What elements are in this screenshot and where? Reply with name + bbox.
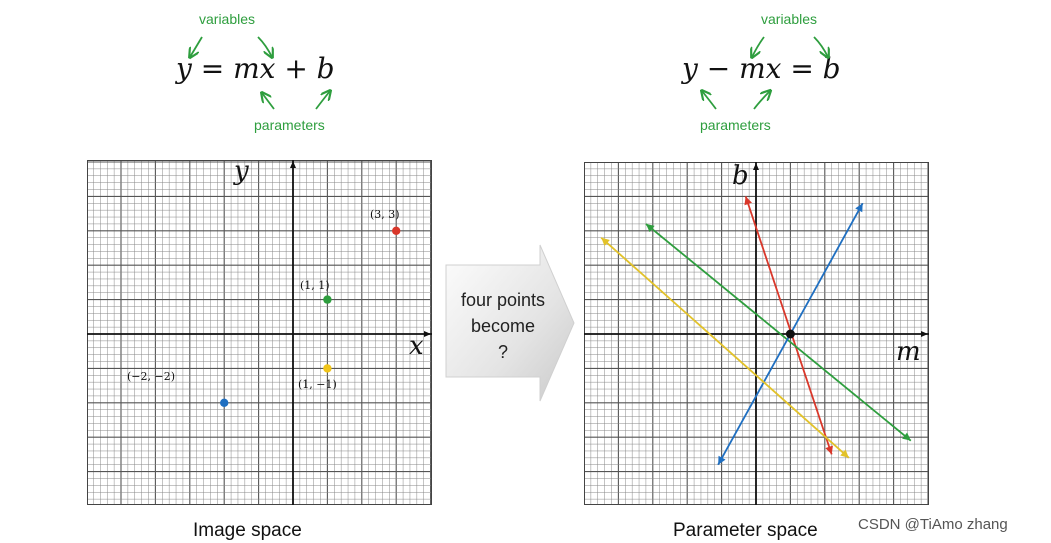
x-axis-arrowhead (424, 331, 431, 337)
arrow-text-line3: ? (497, 342, 508, 362)
intersection-point (785, 329, 795, 339)
axes (584, 162, 929, 505)
equation-arrows-right (690, 36, 850, 110)
line-arrowhead (645, 223, 655, 233)
image-space-grid (87, 160, 432, 505)
y-axis-arrowhead (753, 163, 759, 170)
equation-arrows-left (170, 36, 350, 110)
x-axis-arrowhead (921, 331, 928, 337)
point-label-1-neg1: (1, −1) (298, 378, 337, 391)
grid-lines (87, 160, 432, 505)
data-point (323, 364, 332, 373)
watermark: CSDN @TiAmo zhang (858, 516, 1008, 533)
line-arrowhead (718, 455, 726, 465)
equation-right: y − mx = b (682, 52, 841, 85)
line-arrowhead (601, 237, 610, 246)
parameter-lines (600, 196, 912, 466)
line-arrowhead (840, 449, 849, 458)
parameter-line-red (744, 196, 833, 455)
variables-label-right: variables (761, 11, 818, 27)
variables-label-left: variables (199, 11, 256, 27)
b-axis-label: b (732, 161, 749, 191)
data-point (323, 295, 332, 304)
y-axis-arrowhead (290, 161, 296, 168)
parameter-line-yellow (600, 237, 850, 459)
parameter-line-green (645, 223, 912, 442)
line-arrowhead (902, 432, 911, 441)
data-point (392, 226, 401, 235)
point-label-neg2-neg2: (−2, −2) (127, 370, 176, 383)
equation-left: y = mx + b (176, 52, 335, 85)
line-arrowhead (825, 445, 833, 455)
data-points (220, 226, 401, 407)
arrow-text-line2: become (470, 316, 536, 336)
line-arrowhead (744, 196, 753, 206)
m-axis-label: m (896, 337, 921, 367)
data-point (220, 398, 229, 407)
y-axis-label: y (234, 156, 249, 186)
caption-parameter-space: Parameter space (673, 520, 818, 541)
axes (87, 160, 432, 505)
transform-arrow (445, 244, 575, 402)
arrow-text-line1: four points (460, 290, 546, 310)
point-label-1-1: (1, 1) (300, 279, 330, 292)
parameters-label-left: parameters (254, 117, 325, 133)
parameter-space-grid (584, 162, 929, 505)
line-arrowhead (855, 203, 863, 213)
parameters-label-right: parameters (700, 117, 771, 133)
arrow-text: four points become ? (444, 287, 562, 365)
point-label-3-3: (3, 3) (370, 208, 400, 221)
grid-border (87, 160, 432, 505)
x-axis-label: x (409, 331, 424, 361)
caption-image-space: Image space (193, 520, 302, 541)
